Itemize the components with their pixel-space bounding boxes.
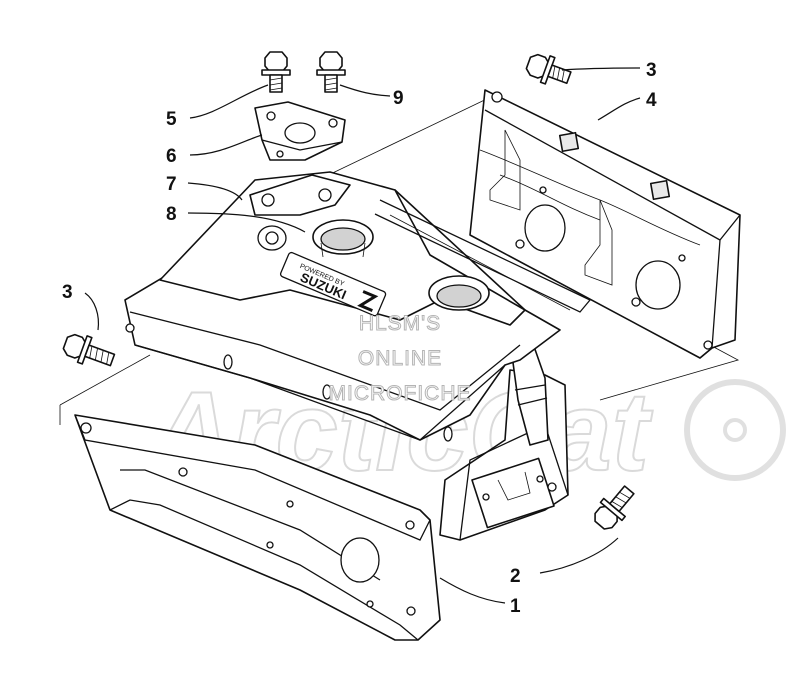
bolt-icon bbox=[525, 53, 572, 85]
bracket-plate bbox=[254, 101, 346, 161]
callout-labels: 3 4 5 9 6 7 8 3 2 1 bbox=[62, 60, 657, 617]
brand-badge: POWERED BY SUZUKI bbox=[279, 251, 387, 317]
callout-7: 7 bbox=[166, 174, 177, 195]
cage-nut-icon bbox=[558, 131, 580, 153]
lower-heat-shield bbox=[74, 414, 441, 641]
cage-nut-icon bbox=[649, 179, 671, 201]
spark-plug-well bbox=[428, 275, 490, 311]
callout-8: 8 bbox=[166, 204, 177, 225]
watermark-line-2: ONLINE bbox=[358, 347, 442, 370]
bolt-icon bbox=[261, 51, 291, 93]
bolt-icon bbox=[594, 485, 635, 530]
watermark-wheel bbox=[684, 379, 786, 481]
callout-9: 9 bbox=[393, 88, 404, 109]
callout-3-right: 3 bbox=[646, 60, 657, 81]
leader-lines bbox=[84, 67, 641, 604]
bolt-icon bbox=[316, 51, 346, 93]
brand-logo-icon bbox=[357, 290, 379, 312]
callout-2: 2 bbox=[510, 566, 521, 587]
watermark-text: HLSM'S ONLINE MICROFICHE bbox=[328, 312, 472, 406]
callout-4: 4 bbox=[646, 90, 657, 111]
callout-1: 1 bbox=[510, 596, 521, 617]
engine-cover: POWERED BY SUZUKI bbox=[124, 171, 592, 541]
callout-6: 6 bbox=[166, 146, 177, 167]
callout-3-left: 3 bbox=[62, 282, 73, 303]
spark-plug-well bbox=[312, 219, 374, 258]
watermark-line-1: HLSM'S bbox=[359, 312, 441, 335]
watermark-line-3: MICROFICHE bbox=[329, 382, 472, 405]
callout-5: 5 bbox=[166, 109, 177, 130]
rear-heat-shield bbox=[469, 89, 741, 359]
bolt-icon bbox=[62, 333, 116, 367]
